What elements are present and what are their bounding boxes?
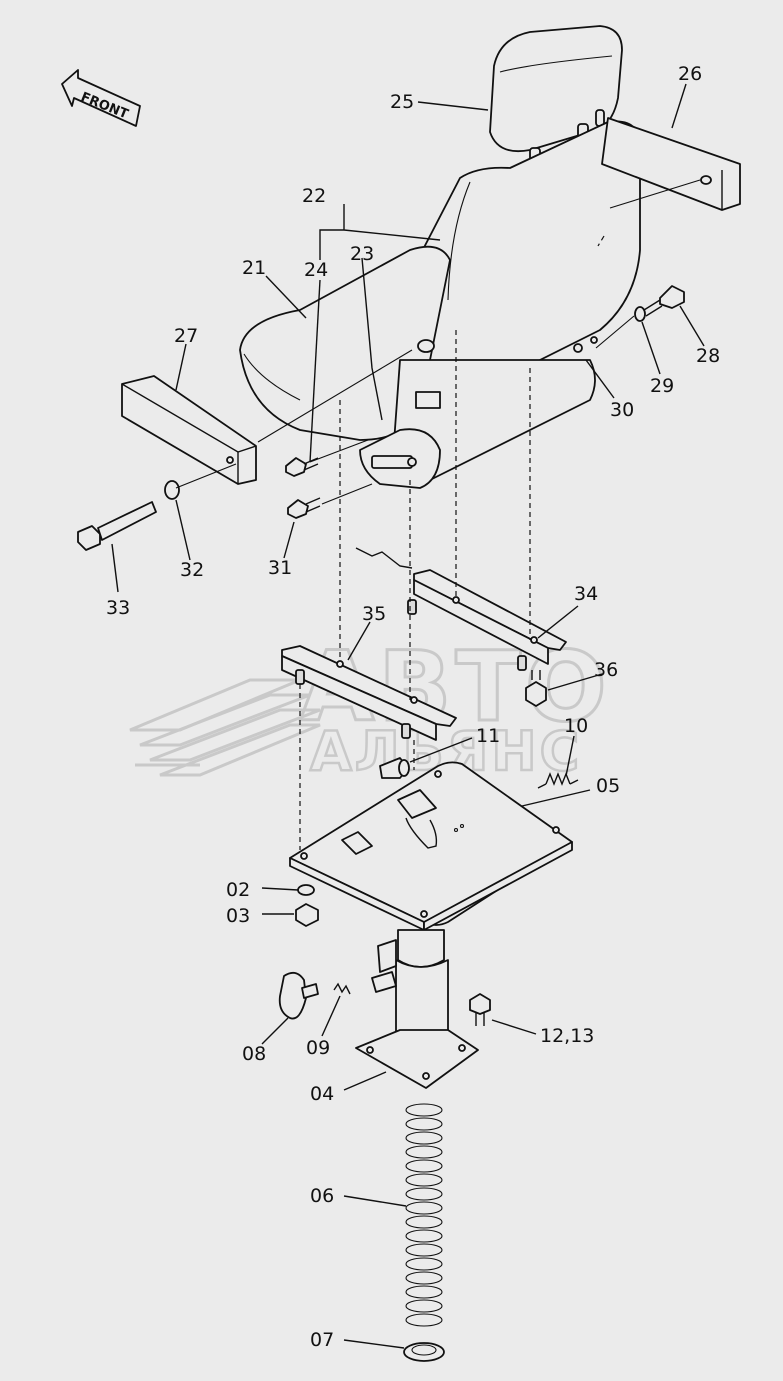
nut-03 — [295, 903, 319, 927]
bolt-31 — [287, 497, 321, 519]
bolt-24 — [285, 457, 319, 477]
callout-labels: 25 26 22 23 24 21 27 28 29 30 31 32 33 3… — [106, 63, 720, 1351]
callout-32: 32 — [180, 559, 204, 581]
callout-29: 29 — [650, 375, 674, 397]
cap-07 — [403, 1342, 445, 1362]
spring-09 — [333, 982, 351, 995]
callout-03: 03 — [226, 905, 250, 927]
callout-12-13: 12,13 — [540, 1025, 594, 1047]
callout-02: 02 — [226, 879, 250, 901]
watermark-logo — [129, 678, 321, 777]
callout-07: 07 — [310, 1329, 334, 1351]
base-plate-05 — [289, 761, 573, 931]
callout-25: 25 — [390, 91, 414, 113]
callout-24: 24 — [304, 259, 328, 281]
armrest-left — [121, 375, 257, 485]
slide-rail-35 — [281, 645, 457, 741]
callout-27: 27 — [174, 325, 198, 347]
bolt-33 — [77, 501, 157, 551]
bolt-28 — [643, 285, 685, 317]
callout-23: 23 — [350, 243, 374, 265]
callout-26: 26 — [678, 63, 702, 85]
callout-35: 35 — [362, 603, 386, 625]
callout-30: 30 — [610, 399, 634, 421]
spring-06 — [405, 1103, 443, 1327]
callout-28: 28 — [696, 345, 720, 367]
armrest-right — [601, 117, 741, 211]
adjust-knob-08 — [278, 971, 319, 1020]
callout-34: 34 — [574, 583, 598, 605]
washer-32 — [164, 480, 180, 500]
assembly-guides — [175, 179, 701, 850]
callout-21: 21 — [242, 257, 266, 279]
callout-31: 31 — [268, 557, 292, 579]
callout-06: 06 — [310, 1185, 334, 1207]
front-arrow-icon: FRONT — [61, 69, 141, 127]
washer-29 — [634, 306, 646, 322]
column-04 — [355, 929, 479, 1089]
callout-11: 11 — [476, 725, 500, 747]
callout-36: 36 — [594, 659, 618, 681]
callout-08: 08 — [242, 1043, 266, 1065]
callout-04: 04 — [310, 1083, 334, 1105]
callout-33: 33 — [106, 597, 130, 619]
nut-36 — [525, 670, 547, 707]
bolt-12-13 — [469, 993, 491, 1026]
washer-02 — [297, 884, 315, 896]
callout-05: 05 — [596, 775, 620, 797]
knob-11 — [379, 757, 410, 779]
callout-10: 10 — [564, 715, 588, 737]
slide-rail-34 — [355, 547, 567, 671]
callout-09: 09 — [306, 1037, 330, 1059]
callout-22: 22 — [302, 185, 326, 207]
leader-lines — [111, 83, 705, 1349]
